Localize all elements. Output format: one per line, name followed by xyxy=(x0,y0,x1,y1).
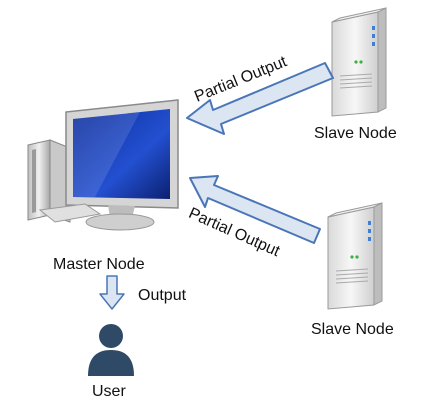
slave-node-label: Slave Node xyxy=(311,321,394,338)
output-arrow xyxy=(99,275,125,310)
partial-output-arrow-bottom xyxy=(189,175,321,244)
output-label: Output xyxy=(138,287,187,304)
partial-output-arrow-top xyxy=(186,62,334,135)
master-node-icon xyxy=(27,99,179,231)
slave-node-icon xyxy=(327,202,383,310)
slave-node-icon xyxy=(331,7,387,117)
slave-node-label: Slave Node xyxy=(314,125,397,142)
user-icon xyxy=(88,324,134,376)
user-label: User xyxy=(92,383,126,400)
master-node-label: Master Node xyxy=(53,256,145,273)
